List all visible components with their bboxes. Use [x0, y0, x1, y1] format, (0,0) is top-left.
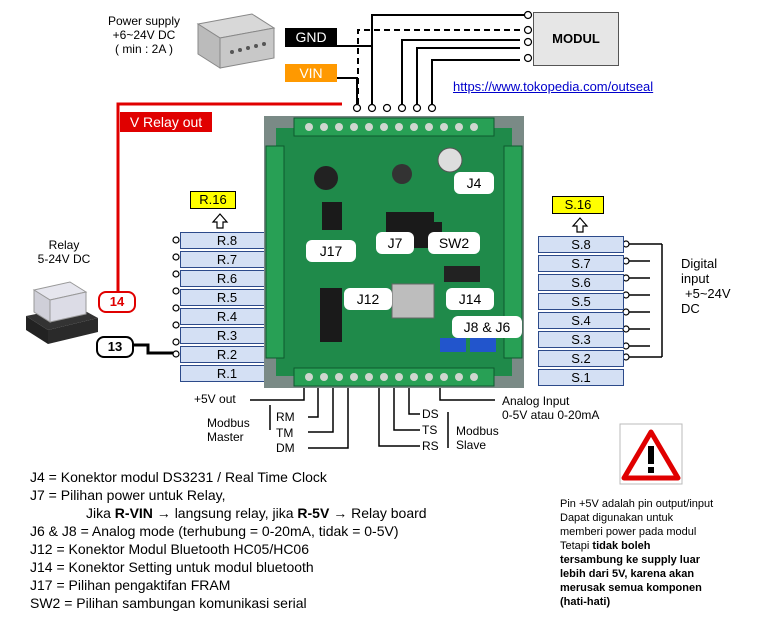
digital-input-line3: +5~24V — [685, 286, 731, 301]
arrow-up-icon — [211, 213, 229, 229]
digital-input-item: S.8 — [538, 236, 624, 253]
relay-output-item: R.1 — [180, 365, 274, 382]
note-j17: J17 = Pilihan pengaktifan FRAM — [30, 577, 231, 593]
digital-input-line1: Digital — [681, 256, 718, 271]
note-j7a: J7 = Pilihan power untuk Relay, — [30, 487, 226, 503]
pin-ds: DS — [422, 407, 439, 421]
board-label-j7: J7 — [376, 232, 414, 254]
power-line2: +6~24V DC — [112, 28, 176, 42]
relay-line1: Relay — [48, 238, 80, 252]
tokopedia-link[interactable]: https://www.tokopedia.com/outseal — [453, 79, 654, 94]
modbus-slave-label: Modbus Slave — [456, 424, 499, 452]
pin-tm: TM — [276, 426, 294, 440]
modbus-slave-line2: Slave — [456, 438, 487, 452]
modul-box: MODUL — [533, 12, 619, 66]
note-j7b-pre: Jika — [86, 505, 115, 521]
warning-line7: merusak semua komponen — [560, 582, 702, 594]
relay-output-item: R.5 — [180, 289, 274, 306]
power-supply-label: Power supply +6~24V DC ( min : 2A ) — [96, 14, 192, 56]
pin-rs: RS — [422, 439, 439, 453]
note-j4: J4 = Konektor modul DS3231 / Real Time C… — [30, 469, 327, 485]
note-j7b-mid: → langsung relay, jika — [152, 505, 298, 521]
digital-input-item: S.6 — [538, 274, 624, 291]
board-label-j12: J12 — [344, 288, 392, 310]
power-line3: ( min : 2A ) — [114, 42, 173, 56]
modbus-master-line1: Modbus — [207, 416, 250, 430]
modbus-master-line2: Master — [207, 430, 244, 444]
warning-line4b: tidak boleh — [592, 540, 651, 552]
analog-line2: 0-5V atau 0-20mA — [502, 408, 600, 422]
power-line1: Power supply — [107, 14, 181, 28]
warning-line2: Dapat digunakan untuk — [560, 512, 674, 524]
relay-output-list: R.8 R.7 R.6 R.5 R.4 R.3 R.2 R.1 — [180, 232, 274, 384]
warning-line6: lebih dari 5V, karena akan — [560, 568, 695, 580]
modbus-slave-line1: Modbus — [456, 424, 499, 438]
pin-ts: TS — [422, 423, 438, 437]
modul-label: MODUL — [552, 31, 600, 46]
digital-input-item: S.7 — [538, 255, 624, 272]
digital-input-item: S.2 — [538, 350, 624, 367]
pin-rm: RM — [276, 410, 295, 424]
note-j7b-rvin: R-VIN — [114, 505, 153, 521]
digital-input-label: Digital input +5~24V DC — [681, 256, 731, 316]
analog-input-label: Analog Input 0-5V atau 0-20mA — [502, 394, 599, 422]
relay-line2: 5-24V DC — [37, 252, 91, 266]
relay-output-item: R.8 — [180, 232, 274, 249]
digital-input-line2: input — [681, 271, 710, 286]
warning-text: Pin +5V adalah pin output/input Dapat di… — [560, 497, 713, 609]
board-label-j4: J4 — [454, 172, 494, 194]
warning-line5: tersambung ke supply luar — [560, 554, 700, 566]
note-j12: J12 = Konektor Modul Bluetooth HC05/HC06 — [30, 541, 309, 557]
relay-label: Relay 5-24V DC — [34, 238, 94, 266]
power-supply-image — [192, 10, 276, 72]
vrelay-wire — [116, 102, 342, 300]
modul-wire-3 — [416, 47, 520, 104]
pin-dm: DM — [276, 441, 295, 455]
gnd-label: GND — [285, 28, 337, 46]
relay-output-item: R.7 — [180, 251, 274, 268]
relay-output-item: R.4 — [180, 308, 274, 325]
note-sw2: SW2 = Pilihan sambungan komunikasi seria… — [30, 595, 307, 611]
arrow-up-icon — [571, 217, 589, 233]
board-label-j14: J14 — [446, 288, 494, 310]
relay-pin-13: 13 — [96, 336, 134, 358]
relay-13-wire — [130, 343, 178, 355]
s16-label: S.16 — [552, 196, 604, 214]
relay-image — [22, 276, 102, 346]
digital-input-item: S.1 — [538, 369, 624, 386]
board-label-sw2: SW2 — [428, 232, 480, 254]
board-label-j17: J17 — [306, 240, 356, 262]
warning-line1: Pin +5V adalah pin output/input — [560, 498, 714, 510]
modul-wire-4 — [431, 59, 520, 104]
board-label-j8-j6: J8 & J6 — [452, 316, 522, 338]
warning-line3: memberi power pada modul — [560, 526, 697, 538]
note-j7b: Jika R-VIN → langsung relay, jika R-5V →… — [30, 504, 427, 522]
vin-label: VIN — [285, 64, 337, 82]
relay-output-item: R.2 — [180, 346, 274, 363]
digital-input-line4: DC — [681, 301, 700, 316]
plus5v-label: +5V out — [194, 392, 236, 406]
notes-list: J4 = Konektor modul DS3231 / Real Time C… — [30, 468, 427, 612]
relay-pin-14: 14 — [98, 291, 136, 313]
note-j7b-post: → Relay board — [329, 505, 427, 521]
r16-label: R.16 — [190, 191, 236, 209]
note-j6: J6 & J8 = Analog mode (terhubung = 0-20m… — [30, 523, 399, 539]
digital-input-item: S.4 — [538, 312, 624, 329]
warning-line8: (hati-hati) — [560, 596, 611, 608]
modul-wire-1 — [371, 14, 530, 104]
warning-line4a: Tetapi — [560, 540, 593, 552]
modbus-master-label: Modbus Master — [207, 416, 250, 444]
relay-output-item: R.3 — [180, 327, 274, 344]
vrelay-label: V Relay out — [120, 112, 212, 132]
warning-line4: Tetapi tidak boleh — [560, 539, 713, 553]
note-j14: J14 = Konektor Setting untuk modul bluet… — [30, 559, 314, 575]
modul-wire-2 — [401, 39, 520, 104]
digital-input-list: S.8 S.7 S.6 S.5 S.4 S.3 S.2 S.1 — [538, 236, 624, 388]
relay-output-item: R.6 — [180, 270, 274, 287]
digital-input-item: S.3 — [538, 331, 624, 348]
note-j7b-r5v: R-5V — [297, 505, 330, 521]
digital-input-item: S.5 — [538, 293, 624, 310]
analog-line1: Analog Input — [502, 394, 570, 408]
